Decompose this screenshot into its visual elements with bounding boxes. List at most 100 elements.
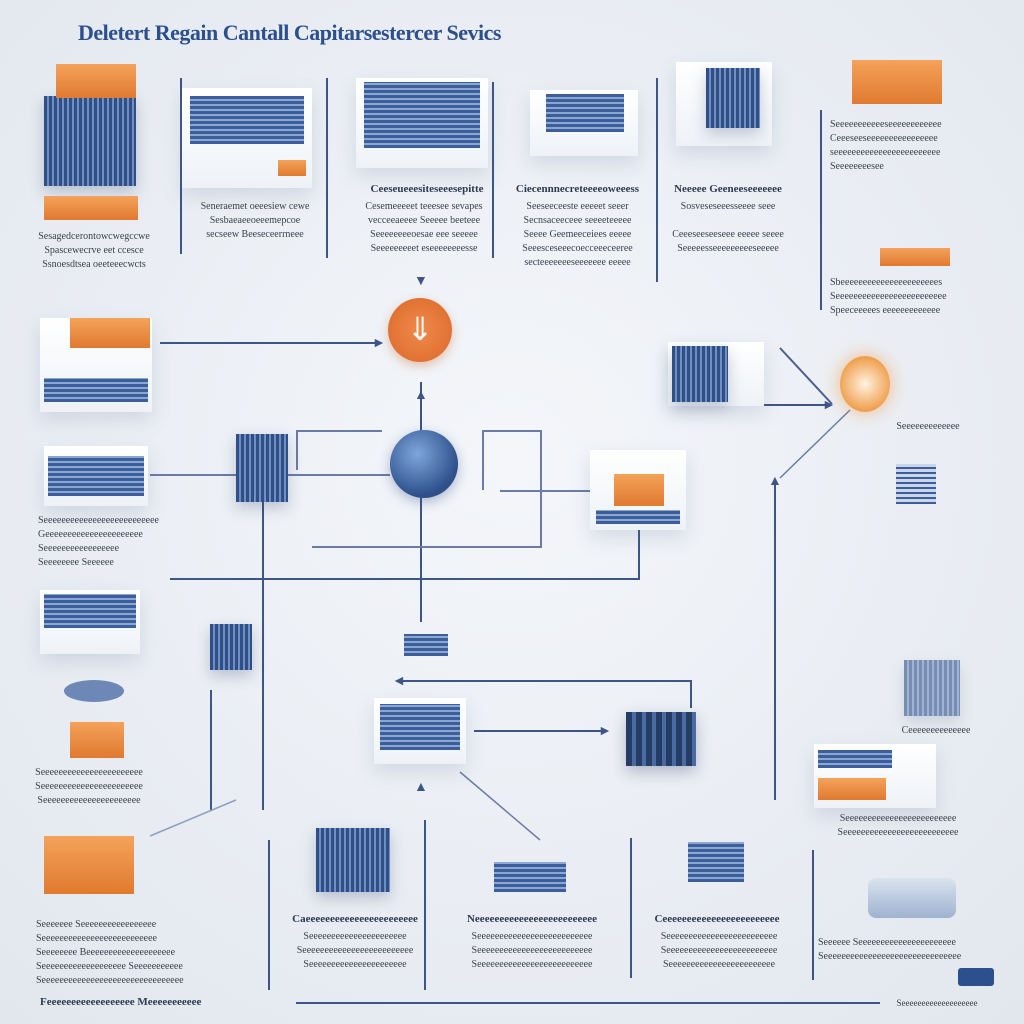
connector-line	[820, 110, 822, 310]
factory-icon	[904, 660, 960, 716]
connector-line	[424, 820, 426, 990]
document-folder-icon	[44, 836, 134, 894]
network-card[interactable]	[44, 446, 148, 506]
mouse-icon	[64, 680, 124, 702]
node-label-right-bottom-2: Seeeeeeeeeeeeeeeeeeeeeeeee Seeeeeeeeeeee…	[837, 813, 959, 838]
cloud-server-card[interactable]	[676, 62, 772, 146]
connector-line	[774, 480, 776, 800]
arrowhead-icon: ▲	[414, 778, 428, 794]
office-window-icon	[44, 378, 148, 402]
node-label-right-bottom: Ceeeeeeeeeeeeee	[901, 725, 971, 736]
storage-array-icon	[44, 594, 136, 628]
node-label-left-bottom: Seeeeeeeeeeeeeeeeeeeeeee Seeeeeeeeeeeeee…	[35, 767, 143, 806]
equipment-card[interactable]	[668, 342, 764, 406]
arrowhead-icon: ►	[372, 334, 386, 350]
connector-line	[296, 430, 298, 470]
connector-line	[268, 840, 270, 990]
server-rack-icon	[190, 96, 304, 144]
arrowhead-icon: ▼	[414, 272, 428, 288]
node-label-top-4: Sosveseseeesseeee seee Ceeeseeseeseee ee…	[672, 201, 784, 254]
arrowhead-icon: ▲	[414, 386, 428, 402]
node-heading-top-3: Ciecennnecreteeeeoweeess	[515, 183, 640, 195]
office-building-icon	[44, 96, 136, 186]
arrowhead-icon: ▲	[768, 472, 782, 488]
storage-card[interactable]	[40, 590, 140, 654]
connector-line	[262, 500, 264, 810]
connector-line	[400, 680, 692, 682]
node-heading-bottom-1: Caeeeeeeeeeeeeeeeeeeeeeee	[292, 913, 418, 925]
small-server-icon	[210, 624, 252, 670]
footer-label: Feeeeeeeeeeeeeeeeee Meeeeeeeeeee	[40, 996, 202, 1008]
network-switch-icon	[48, 456, 144, 496]
node-label-top-right-2: Sbeeeeeeeeeeeeeeeeeeeeees Seeeeeeeeeeeee…	[830, 277, 947, 316]
laptop-card[interactable]	[374, 698, 466, 764]
arrow-line	[500, 490, 600, 492]
keyboard-icon	[596, 510, 680, 524]
connector-line	[540, 430, 542, 548]
node-label-top-right: Seeeeeeeeeeeseeeeeeeeeeee Ceeeseeseeeeee…	[830, 119, 942, 172]
lightbulb-icon[interactable]	[840, 356, 890, 412]
connector-line	[690, 680, 692, 708]
console-icon	[818, 778, 886, 800]
device-icon	[278, 160, 306, 176]
connector-line	[296, 1002, 880, 1004]
node-label-bottom-right: Seeeeee Seeeeeeeeeeeeeeeeeeeeee Seeeeeee…	[818, 937, 962, 962]
hub-icon	[896, 464, 936, 504]
page-title: Deletert Regain Cantall Capitarsestercer…	[78, 20, 501, 45]
office-icon	[852, 60, 942, 104]
connector-line	[210, 690, 212, 810]
workstation-card[interactable]	[590, 450, 686, 530]
connector-line	[180, 78, 182, 254]
node-heading-bottom-3: Ceeeeeeeeeeeeeeeeeeeeeeee	[654, 913, 780, 925]
connector-line	[482, 430, 542, 432]
node-heading-bottom-2: Neeeeeeeeeeeeeeeeeeeeeeeee	[466, 913, 597, 925]
workstation-icon	[614, 474, 664, 506]
platform-icon	[44, 196, 138, 220]
node-label-middle-left: Seeeeeeeeeeeeeeeeeeeeeeeeee Geeeeeeeeeee…	[38, 515, 159, 568]
datacenter-card[interactable]	[356, 78, 488, 168]
server-rack-card[interactable]	[182, 88, 312, 188]
connector-line	[296, 430, 382, 432]
connector-line	[638, 520, 640, 580]
connector-line	[656, 78, 658, 282]
globe-icon[interactable]	[390, 430, 458, 498]
connector-line	[630, 838, 632, 978]
node-label-top-2: Cesemeeeeet teeesee sevapes vecceeaeeee …	[365, 201, 483, 254]
server-icon[interactable]	[236, 434, 288, 502]
monitor-icon	[546, 94, 624, 132]
footer-right-label: Seeeeeeeeeeeeeeeeeee	[896, 998, 978, 1008]
node-label-bottom-3: Seeeeeeeeeeeeeeeeeeeeeeeee Seeeeeeeeeeee…	[660, 931, 778, 970]
connector-line	[492, 82, 494, 258]
connector-line	[312, 546, 542, 548]
equipment-icon	[672, 346, 728, 402]
control-panel-icon[interactable]	[626, 712, 696, 766]
node-label-top-left: Sesagedcerontowcwegccwe Spascewecrve eet…	[38, 231, 150, 270]
monitor-display-icon	[688, 842, 744, 882]
arrow-line	[474, 730, 604, 732]
node-label-top-3: Seeseeceeste eeeeet seeer Secnsaceeceee …	[522, 201, 633, 268]
monitor-card[interactable]	[530, 90, 638, 156]
node-label-bottom-2: Seeeeeeeeeeeeeeeeeeeeeeeeee Seeeeeeeeeee…	[471, 931, 593, 970]
node-label-bottom-left: Seeeeeee Seeeeeeeeeeeeeeeee Seeeeeeeeeee…	[36, 919, 184, 986]
building-roof-icon	[56, 64, 136, 98]
connector-line	[420, 382, 422, 622]
office-card[interactable]	[40, 318, 152, 412]
connector-line	[326, 78, 328, 258]
storage-icon	[880, 248, 950, 266]
terminal-icon	[494, 862, 566, 892]
vehicle-icon	[868, 878, 956, 918]
node-heading-top-4: Neeeee Geeneeseeeeeee	[674, 183, 782, 195]
cloud-server-icon	[706, 68, 760, 128]
connector-line	[170, 578, 640, 580]
node-heading-top-2: Ceeseueeesiteseeesepitte	[370, 183, 484, 195]
datacenter-icon	[364, 82, 480, 148]
laptop-screen-icon	[380, 704, 460, 750]
download-icon[interactable]: ⇓	[388, 298, 452, 362]
folder-icon	[70, 722, 124, 758]
router-icon[interactable]	[404, 634, 448, 656]
server-tower-icon	[316, 828, 390, 892]
office-roof-icon	[70, 318, 150, 348]
control-room-card[interactable]	[814, 744, 936, 808]
